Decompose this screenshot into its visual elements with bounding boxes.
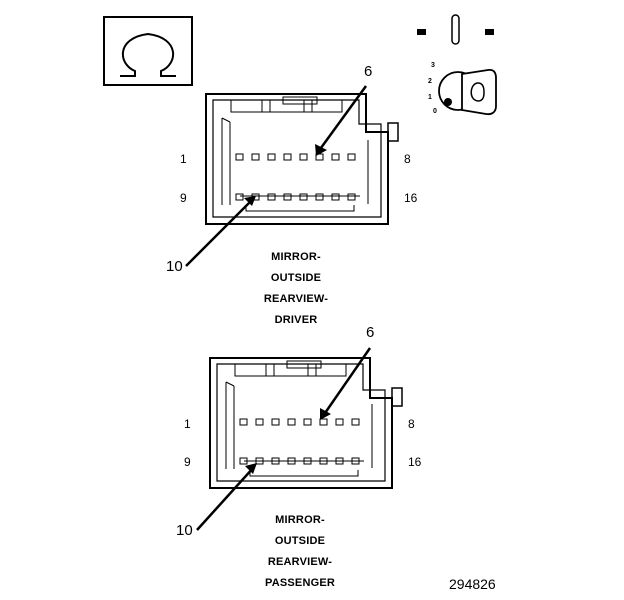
pin-label-9: 9 — [184, 455, 191, 469]
key-position-0: 0 — [433, 108, 437, 115]
pin-row-top-passenger — [239, 418, 360, 426]
pin-label-16: 16 — [404, 191, 418, 205]
callout-label-10: 10 — [166, 258, 183, 275]
connector-driver-body — [205, 93, 399, 225]
callout-label-10: 10 — [176, 522, 193, 539]
callout-arrow-pin10-passenger — [196, 463, 257, 531]
caption-line: OUTSIDE — [270, 272, 322, 284]
omega-icon — [103, 16, 193, 86]
pin-label-1: 1 — [184, 417, 191, 431]
caption-line: DRIVER — [274, 314, 318, 326]
caption-line: REARVIEW- — [267, 556, 333, 568]
caption-line: MIRROR- — [275, 514, 325, 526]
pin-row-bottom-driver — [235, 193, 356, 201]
pin-label-9: 9 — [180, 191, 187, 205]
caption-line: MIRROR- — [271, 251, 321, 263]
pin-row-bottom-passenger — [239, 457, 360, 465]
key-position-3: 3 — [431, 62, 435, 69]
key-position-2: 2 — [428, 78, 432, 85]
callout-arrow-pin10-driver — [185, 196, 256, 267]
caption-line: OUTSIDE — [274, 535, 326, 547]
pin-label-8: 8 — [404, 152, 411, 166]
key-position-1: 1 — [428, 94, 432, 101]
callout-label-6: 6 — [366, 324, 375, 341]
connector-passenger-body — [209, 357, 403, 489]
callout-arrow-pin6-passenger — [320, 347, 372, 420]
caption-line: PASSENGER — [264, 577, 336, 589]
callout-label-6: 6 — [364, 63, 373, 80]
connector-caption-passenger: MIRROR- OUTSIDE REARVIEW- PASSENGER — [240, 510, 360, 594]
callout-arrow-pin6-driver — [315, 85, 368, 156]
pin-row-top-driver — [235, 153, 356, 161]
connector-caption-driver: MIRROR- OUTSIDE REARVIEW- DRIVER — [236, 247, 356, 331]
caption-line: REARVIEW- — [263, 293, 329, 305]
figure-number: 294826 — [449, 576, 496, 592]
pin-label-16: 16 — [408, 455, 422, 469]
pin-label-1: 1 — [180, 152, 187, 166]
ignition-key-icon — [417, 14, 497, 116]
pin-label-8: 8 — [408, 417, 415, 431]
